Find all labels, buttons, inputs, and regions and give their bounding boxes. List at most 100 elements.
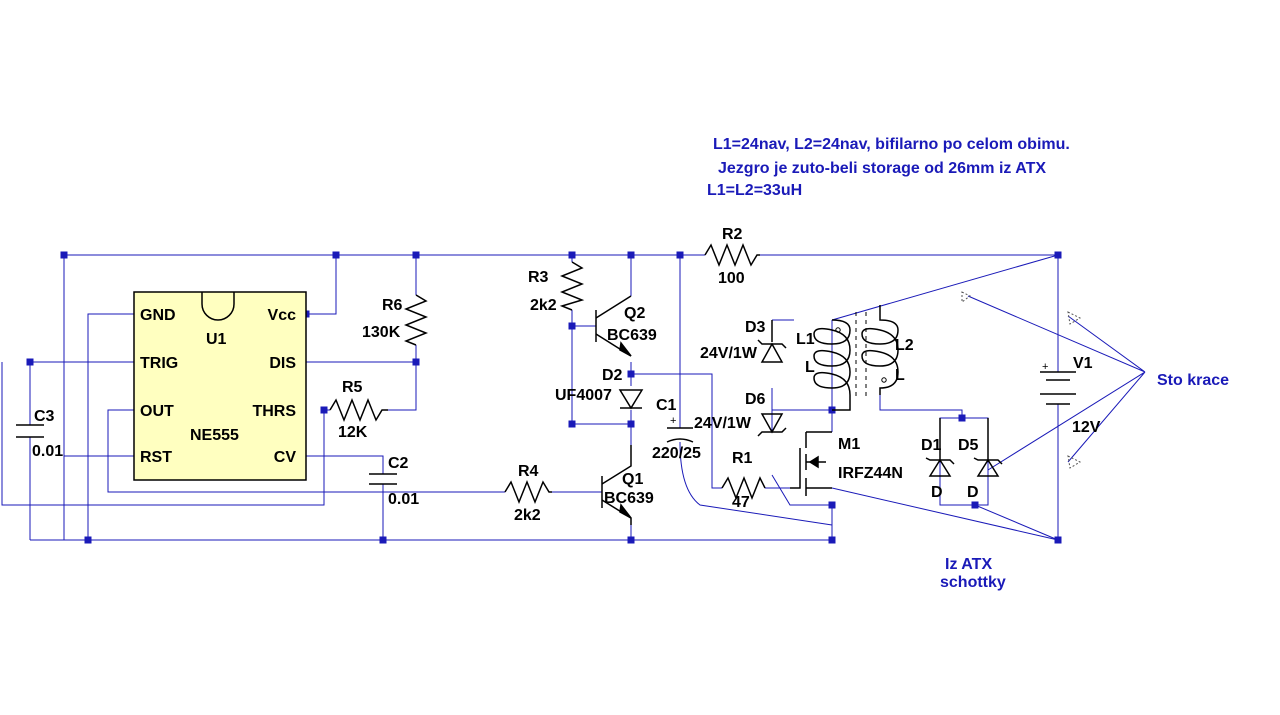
junction-dot <box>84 536 92 544</box>
r3-ref: R3 <box>528 269 549 286</box>
resistor-r2 <box>704 242 760 268</box>
r4-ref: R4 <box>518 463 539 480</box>
c1-ref: C1 <box>656 397 677 414</box>
junction-dot <box>1054 251 1062 259</box>
r1-value: 47 <box>732 494 750 511</box>
r4-value: 2k2 <box>514 507 541 524</box>
capacitor-c3 <box>16 424 44 438</box>
inductor-l2 <box>861 305 899 400</box>
u1-ref: U1 <box>206 331 227 348</box>
zener-d3 <box>757 320 787 363</box>
junction-dot <box>320 406 328 414</box>
resistor-r5 <box>329 397 388 423</box>
transistor-q1 <box>601 445 632 525</box>
v1-value: 12V <box>1072 419 1101 436</box>
junction-dot <box>568 322 576 330</box>
junction-dot <box>828 536 836 544</box>
l2-ref: L2 <box>895 337 914 354</box>
junction-dot <box>828 501 836 509</box>
q2-value: BC639 <box>607 327 657 344</box>
pin-thrs-label: THRS <box>252 403 296 420</box>
d3-value: 24V/1W <box>700 345 758 362</box>
resistor-r6 <box>403 294 429 346</box>
schottky-d5 <box>973 418 1003 477</box>
note-sto-krace: Sto krace <box>1157 372 1229 389</box>
pin-dis-label: DIS <box>269 355 296 372</box>
transistor-q2 <box>595 295 632 357</box>
note-inductance: L1=L2=33uH <box>707 182 802 199</box>
d1-value: D <box>931 484 943 501</box>
junction-dot <box>627 251 635 259</box>
v1-ref: V1 <box>1073 355 1093 372</box>
r3-value: 2k2 <box>530 297 557 314</box>
m1-ref: M1 <box>838 436 860 453</box>
note-iz-atx: Iz ATX <box>945 556 992 573</box>
pin-cv-label: CV <box>274 449 297 466</box>
junction-dot <box>1054 536 1062 544</box>
junction-dot <box>568 420 576 428</box>
junction-dot <box>26 358 34 366</box>
note-core: Jezgro je zuto-beli storage od 26mm iz A… <box>718 160 1046 177</box>
q2-ref: Q2 <box>624 305 645 322</box>
d2-value: UF4007 <box>555 387 612 404</box>
note-winding: L1=24nav, L2=24nav, bifilarno po celom o… <box>713 136 1070 153</box>
junction-dot <box>958 414 966 422</box>
junction-dot <box>627 370 635 378</box>
c3-ref: C3 <box>34 408 55 425</box>
c1-plus-sign: + <box>670 415 676 427</box>
pin-trig-label: TRIG <box>140 355 178 372</box>
r1-ref: R1 <box>732 450 753 467</box>
d3-ref: D3 <box>745 319 766 336</box>
junction-dot <box>332 251 340 259</box>
r2-ref: R2 <box>722 226 743 243</box>
c1-value: 220/25 <box>652 445 701 462</box>
junction-dot <box>971 501 979 509</box>
capacitor-c1 <box>666 427 694 443</box>
diode-d2 <box>618 389 644 410</box>
mosfet-m1 <box>790 431 832 496</box>
r6-value: 130K <box>362 324 401 341</box>
c3-value: 0.01 <box>32 443 63 460</box>
junction-dot <box>60 251 68 259</box>
junction-dot <box>568 251 576 259</box>
junction-dots <box>26 251 1062 544</box>
c2-ref: C2 <box>388 455 409 472</box>
junction-dot <box>676 251 684 259</box>
battery-v1 <box>1040 371 1076 405</box>
resistor-r3 <box>559 261 585 311</box>
d6-value: 24V/1W <box>694 415 752 432</box>
pin-vcc-label: Vcc <box>268 307 297 324</box>
d5-ref: D5 <box>958 437 979 454</box>
r6-ref: R6 <box>382 297 403 314</box>
l1-ref: L1 <box>796 331 815 348</box>
resistor-r4 <box>504 479 552 505</box>
d5-value: D <box>967 484 979 501</box>
junction-dot <box>627 536 635 544</box>
ic-ne555 <box>133 291 307 481</box>
junction-dot <box>379 536 387 544</box>
inductor-l1 <box>813 312 857 411</box>
r5-value: 12K <box>338 424 368 441</box>
u1-part: NE555 <box>190 427 239 444</box>
junction-dot <box>412 358 420 366</box>
resistor-r1 <box>721 475 766 501</box>
pin-gnd-label: GND <box>140 307 176 324</box>
junction-dot <box>412 251 420 259</box>
pin-out-label: OUT <box>140 403 174 420</box>
r5-ref: R5 <box>342 379 363 396</box>
q1-value: BC639 <box>604 490 654 507</box>
d6-ref: D6 <box>745 391 766 408</box>
junction-dot <box>627 420 635 428</box>
q1-ref: Q1 <box>622 471 643 488</box>
v1-plus-sign: + <box>1042 361 1048 373</box>
zener-d6 <box>757 413 787 437</box>
l2-value: L <box>895 367 905 384</box>
pin-rst-label: RST <box>140 449 172 466</box>
l1-value: L <box>805 359 815 376</box>
d1-ref: D1 <box>921 437 942 454</box>
m1-value: IRFZ44N <box>838 465 903 482</box>
schottky-d1 <box>925 418 955 477</box>
r2-value: 100 <box>718 270 745 287</box>
capacitor-c2 <box>369 473 397 485</box>
